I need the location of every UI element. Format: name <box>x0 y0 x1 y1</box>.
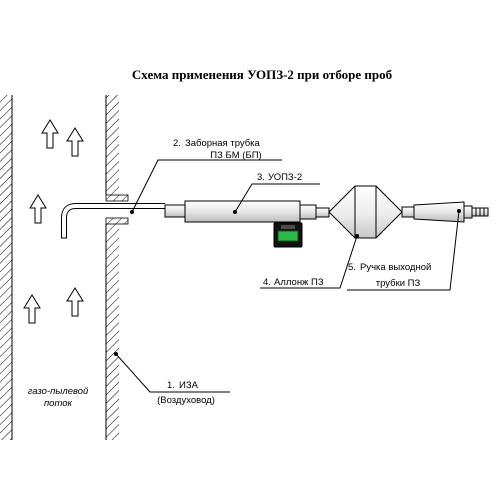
flow-arrow-up-icon <box>23 294 41 324</box>
callout-1-number: 1. <box>167 380 175 391</box>
callout-3-name: УОПЗ-2 <box>268 172 302 183</box>
callout-5-name: Ручка выходной <box>360 262 431 273</box>
callout-5-number: 5. <box>348 262 356 273</box>
control-device-screen <box>277 230 299 242</box>
uopz-2-end-cap <box>299 204 317 220</box>
callout-4-name: Аллонж ПЗ <box>274 277 324 288</box>
flow-arrow-up-icon <box>66 127 84 157</box>
callout-2: 2. Заборная трубка ПЗ БМ (БП) <box>130 138 282 214</box>
callout-2-number: 2. <box>173 138 181 149</box>
duct-left-wall <box>0 95 12 440</box>
callout-2-sub: ПЗ БМ (БП) <box>210 150 261 161</box>
allonge-pz <box>328 185 415 239</box>
callout-1-name: ИЗА <box>179 380 199 391</box>
allonge-outlet <box>401 206 415 218</box>
outlet-tube-handle <box>413 201 489 223</box>
callout-5: 5. Ручка выходной трубки ПЗ <box>347 209 461 291</box>
flow-label-line2: поток <box>44 398 73 409</box>
handle-grip <box>413 201 465 223</box>
diagram-title: Схема применения УОПЗ-2 при отборе проб <box>132 67 393 82</box>
uopz-2-nozzle <box>315 207 330 218</box>
duct <box>0 95 129 440</box>
uopz-2-unit <box>184 200 330 248</box>
callout-1: 1. ИЗА (Воздуховод) <box>114 352 230 406</box>
callout-4-number: 4. <box>263 277 271 288</box>
control-device-top <box>281 225 295 229</box>
port-flange-top <box>105 194 129 202</box>
duct-right-wall-lower <box>106 224 119 440</box>
callout-5-sub: трубки ПЗ <box>376 278 421 289</box>
callout-4: 4. Аллонж ПЗ <box>260 234 359 289</box>
callout-1-sub: (Воздуховод) <box>157 395 215 406</box>
sampling-tube <box>61 203 186 239</box>
port-flange-bottom <box>105 217 129 225</box>
flow-arrows <box>23 119 84 324</box>
callout-3: 3. УОПЗ-2 <box>233 172 320 214</box>
flow-arrow-up-icon <box>29 194 47 224</box>
allonge-cone <box>328 185 403 239</box>
uopz-2-body <box>184 200 301 223</box>
duct-right-wall-upper <box>106 95 119 195</box>
flow-arrow-up-icon <box>66 287 84 317</box>
callout-3-number: 3. <box>257 172 265 183</box>
tube-coupling <box>164 204 186 218</box>
callout-2-name: Заборная трубка <box>185 138 261 149</box>
flow-arrow-up-icon <box>41 119 59 149</box>
flow-label-line1: газо-пылевой <box>28 386 89 397</box>
